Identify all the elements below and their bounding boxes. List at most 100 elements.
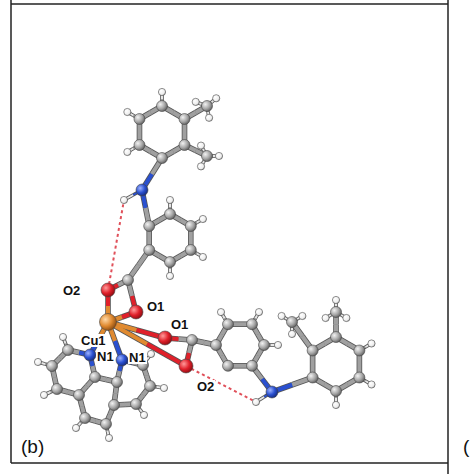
- atom-sphere: [124, 148, 131, 155]
- atom-label: O2: [196, 380, 215, 393]
- atom-sphere: [278, 312, 285, 319]
- atom-sphere: [287, 317, 298, 328]
- atom-sphere: [100, 314, 117, 331]
- atom-sphere: [255, 308, 262, 315]
- atom-sphere: [332, 296, 339, 303]
- atom-sphere: [199, 215, 206, 222]
- atom-sphere: [307, 345, 318, 356]
- panel-label: (: [462, 437, 470, 456]
- atom-sphere: [120, 196, 127, 203]
- atom-sphere: [101, 419, 112, 430]
- panel-label: (b): [20, 437, 45, 456]
- atom-sphere: [192, 98, 199, 105]
- atom-sphere: [129, 305, 143, 319]
- atom-sphere: [144, 245, 155, 256]
- atom-sphere: [34, 358, 41, 365]
- atom-sphere: [144, 221, 155, 232]
- atom-label: O1: [146, 300, 165, 313]
- atom-sphere: [40, 391, 47, 398]
- atom-sphere: [354, 372, 365, 383]
- hydrogen-bond: [108, 200, 124, 290]
- atom-label: Cu1: [80, 334, 107, 347]
- atom-sphere: [147, 350, 154, 357]
- atom-sphere: [158, 331, 172, 345]
- atom-sphere: [197, 142, 204, 149]
- atom-sphere: [140, 411, 147, 418]
- atom-sphere: [52, 384, 63, 395]
- atom-sphere: [354, 345, 365, 356]
- atom-sphere: [116, 354, 128, 366]
- atom-sphere: [123, 275, 134, 286]
- atom-sphere: [157, 153, 168, 164]
- atom-sphere: [145, 381, 156, 392]
- atom-sphere: [101, 283, 115, 297]
- atom-sphere: [322, 314, 329, 321]
- hydrogen-bond: [186, 366, 256, 402]
- atom-sphere: [72, 424, 79, 431]
- atom-sphere: [124, 108, 131, 115]
- atom-sphere: [197, 163, 204, 170]
- atom-sphere: [59, 333, 66, 340]
- atom-sphere: [215, 152, 222, 159]
- atom-sphere: [80, 413, 91, 424]
- atom-sphere: [185, 221, 196, 232]
- atom-sphere: [158, 88, 165, 95]
- atom-sphere: [368, 340, 375, 347]
- atom-sphere: [266, 386, 278, 398]
- atom-sphere: [247, 360, 258, 371]
- atom-sphere: [84, 349, 96, 361]
- atom-label: O2: [62, 284, 81, 297]
- atom-sphere: [213, 95, 220, 102]
- atom-sphere: [223, 319, 234, 330]
- atom-sphere: [368, 381, 375, 388]
- atom-sphere: [259, 340, 270, 351]
- atom-sphere: [136, 184, 148, 196]
- atom-sphere: [185, 245, 196, 256]
- hydrogen-bond-group: [108, 200, 256, 402]
- atom-sphere: [165, 257, 176, 268]
- atom-sphere: [202, 101, 213, 112]
- atom-group: [34, 88, 375, 441]
- panel-frame: [11, 0, 448, 474]
- atom-sphere: [105, 434, 112, 441]
- atom-sphere: [331, 332, 342, 343]
- bond-group: [38, 92, 372, 438]
- atom-sphere: [63, 345, 74, 356]
- atom-sphere: [109, 400, 120, 411]
- atom-sphere: [217, 308, 224, 315]
- atom-sphere: [157, 101, 168, 112]
- atom-sphere: [202, 151, 213, 162]
- atom-sphere: [74, 390, 85, 401]
- atom-sphere: [112, 377, 123, 388]
- atom-sphere: [199, 253, 206, 260]
- atom-sphere: [205, 114, 212, 121]
- atom-sphere: [274, 341, 281, 348]
- atom-sphere: [131, 399, 142, 410]
- atom-sphere: [47, 361, 58, 372]
- atom-sphere: [307, 372, 318, 383]
- atom-sphere: [166, 196, 173, 203]
- atom-sphere: [332, 401, 339, 408]
- atom-sphere: [331, 386, 342, 397]
- atom-sphere: [90, 372, 101, 383]
- atom-sphere: [179, 140, 190, 151]
- atom-sphere: [288, 330, 295, 337]
- atom-sphere: [179, 359, 193, 373]
- atom-sphere: [211, 340, 222, 351]
- atom-sphere: [331, 307, 342, 318]
- atom-sphere: [247, 319, 258, 330]
- atom-sphere: [223, 360, 234, 371]
- atom-sphere: [166, 272, 173, 279]
- atom-label: O1: [170, 318, 189, 331]
- atom-sphere: [252, 398, 259, 405]
- atom-sphere: [134, 140, 145, 151]
- atom-label: N1: [128, 351, 147, 364]
- atom-sphere: [179, 114, 190, 125]
- atom-sphere: [187, 335, 198, 346]
- atom-sphere: [299, 312, 306, 319]
- atom-sphere: [134, 114, 145, 125]
- atom-sphere: [343, 314, 350, 321]
- atom-sphere: [165, 209, 176, 220]
